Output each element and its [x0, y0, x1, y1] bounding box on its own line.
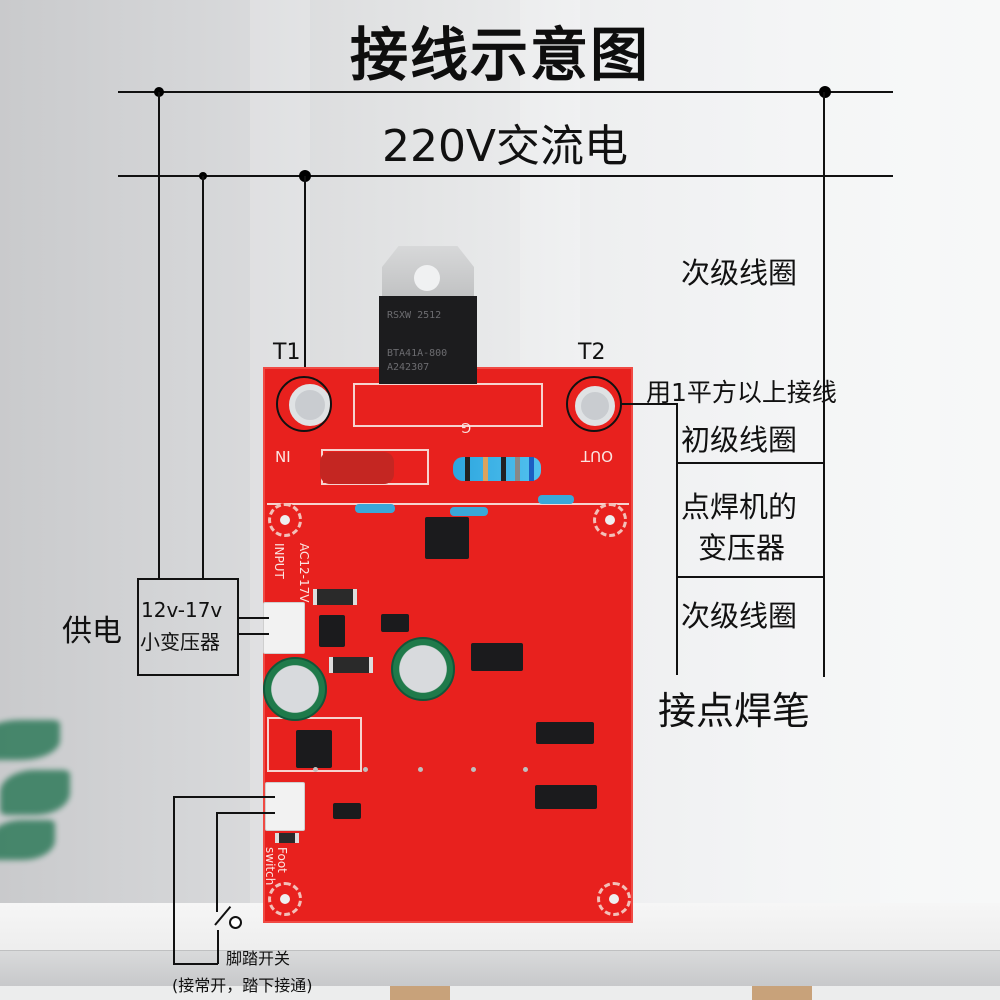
small-transformer-box [137, 578, 239, 676]
pad [418, 767, 423, 772]
t2-callout [566, 376, 622, 432]
power-source-label: 220V交流电 [381, 121, 629, 172]
silk-ac-input: AC12-17V [267, 543, 311, 602]
foot-switch-wire [173, 796, 275, 798]
foot-switch-note: (接常开，踏下接通) [172, 976, 313, 995]
transformer-name-line1: 点焊机的 [681, 490, 798, 524]
t1-callout [276, 376, 332, 432]
wire-gauge-note: 用1平方以上接线 [646, 378, 837, 407]
electrolytic-capacitor [263, 657, 327, 721]
shelf-edge [0, 950, 1000, 987]
shelf-below [0, 986, 1000, 1000]
pad [363, 767, 368, 772]
plant-leaf [0, 820, 55, 860]
triac-marking: A242307 [387, 362, 430, 373]
shelf-leg [390, 986, 450, 1000]
ic-chip [536, 722, 594, 744]
junction-dot [819, 86, 831, 98]
film-capacitor [320, 452, 394, 484]
silk-in: IN [275, 447, 291, 465]
resistor [450, 507, 488, 516]
silk-ac-label: AC12-17V [297, 543, 311, 603]
mount-hole [593, 503, 627, 537]
power-resistor [453, 457, 541, 481]
t2-wire [622, 403, 678, 405]
welding-pen-label: 接点焊笔 [658, 689, 811, 733]
foot-switch-contact [217, 930, 219, 964]
ic-chip [535, 785, 597, 809]
silk-out: OUT [581, 447, 613, 465]
mains-line-neutral [118, 175, 893, 177]
supply-output-wire [239, 617, 269, 619]
diode [329, 657, 373, 673]
t1-wire [304, 176, 306, 376]
silk-foot: Foot [275, 847, 289, 873]
power-input-connector[interactable] [263, 602, 305, 654]
small-transformer-name: 小变压器 [140, 630, 220, 654]
plant-leaf [0, 720, 60, 760]
triac-marking: BTA41A-800 [387, 348, 448, 359]
pcb-board: IN OUT G AC12-17V INPUT Foot switch [263, 367, 633, 923]
wall-stripe [880, 0, 940, 1000]
primary-coil-label: 初级线圈 [681, 423, 798, 457]
voltage-regulator [296, 730, 332, 768]
mount-hole [597, 882, 631, 916]
secondary-coil-top-label: 次级线圈 [681, 256, 798, 290]
resistor [355, 504, 395, 513]
page-title: 接线示意图 [349, 21, 650, 89]
mount-hole [268, 882, 302, 916]
t2-label: T2 [578, 340, 606, 365]
power-supply-label: 供电 [62, 614, 122, 649]
shelf-leg [752, 986, 812, 1000]
ic-chip [471, 643, 523, 671]
foot-switch-wire [173, 796, 175, 964]
silk-g: G [461, 419, 472, 434]
mains-line-live [118, 91, 893, 93]
electrolytic-capacitor [391, 637, 455, 701]
mount-hole [268, 503, 302, 537]
supply-wire-2 [202, 176, 204, 578]
plant-leaf [0, 770, 70, 815]
foot-switch-wire [216, 812, 218, 912]
triac-body: RSXW 2512 BTA41A-800 A242307 [379, 296, 477, 384]
supply-output-wire [239, 633, 269, 635]
transformer-name-line2: 变压器 [698, 531, 786, 565]
foot-switch-label: 脚踏开关 [226, 949, 291, 968]
foot-switch-wire [216, 812, 275, 814]
secondary-coil-label: 次级线圈 [681, 599, 798, 633]
t1-label: T1 [273, 340, 301, 365]
silk-line [267, 477, 629, 505]
foot-switch-connector[interactable] [265, 782, 305, 831]
resistor [538, 495, 574, 504]
supply-wire-1 [158, 92, 160, 578]
pad [523, 767, 528, 772]
diode [275, 833, 299, 843]
triac-mount-hole [414, 265, 440, 291]
silk-switch: switch [263, 847, 277, 886]
optocoupler-chip [425, 517, 469, 559]
switch-contact-circle [229, 916, 242, 929]
sot-chip [381, 614, 409, 632]
transformer-box [676, 462, 825, 578]
triac-footprint [353, 383, 543, 427]
small-transformer-voltage: 12v-17v [141, 598, 223, 622]
triac-marking: RSXW 2512 [387, 310, 442, 321]
foot-switch-wire [173, 963, 218, 965]
pad [313, 767, 318, 772]
pad [471, 767, 476, 772]
silk-input: INPUT [272, 543, 286, 579]
bridge-rectifier [319, 615, 345, 647]
secondary-wire [823, 92, 825, 677]
diode [313, 589, 357, 605]
sot-chip [333, 803, 361, 819]
